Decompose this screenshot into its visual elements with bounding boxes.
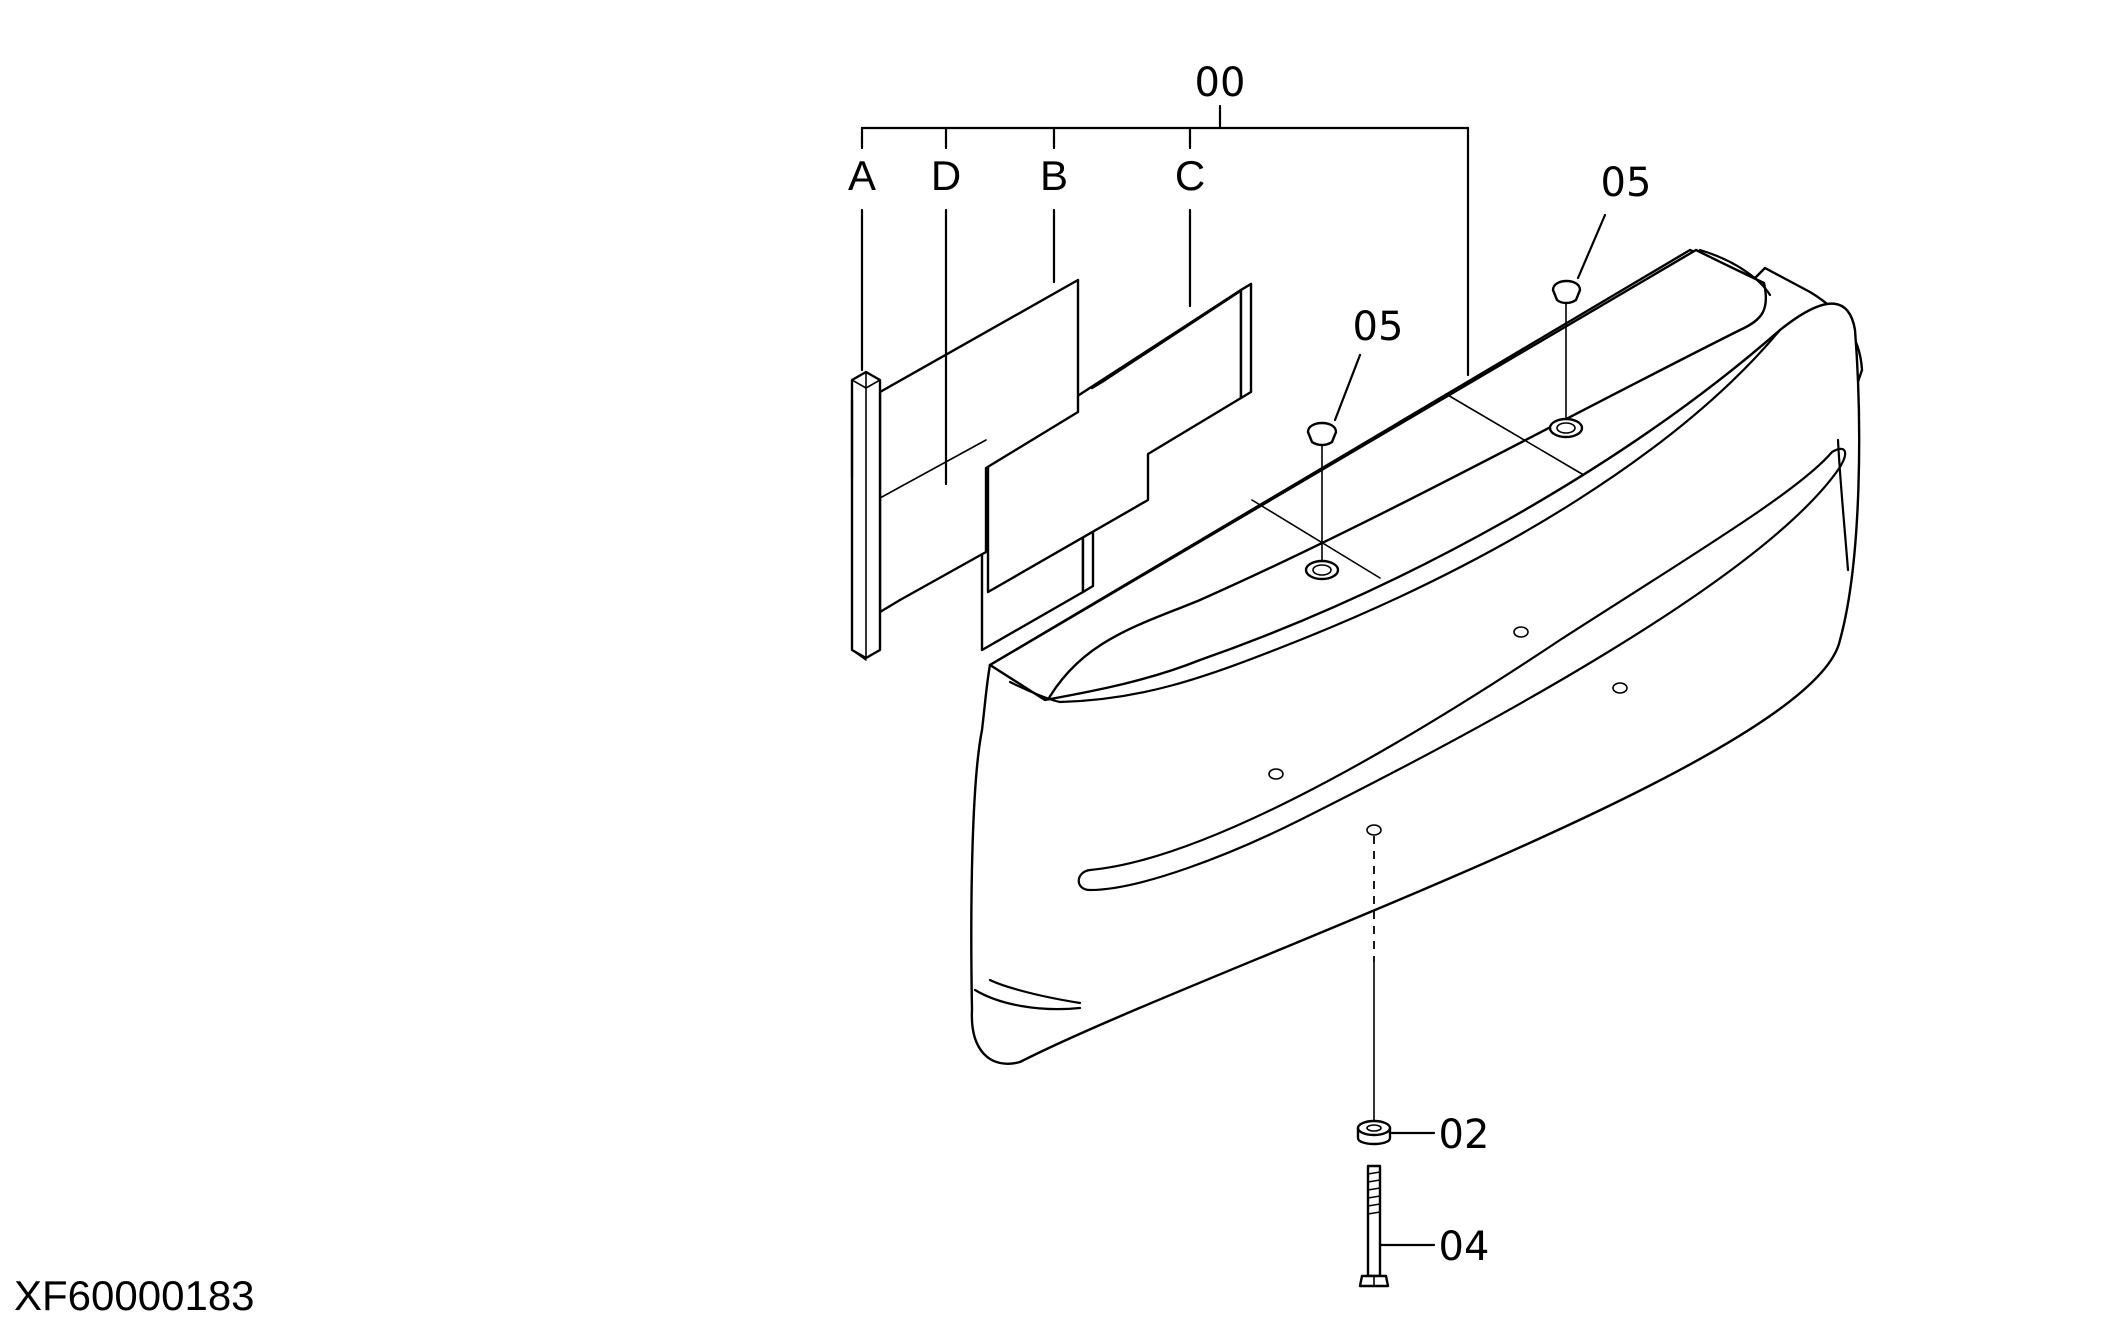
counterweight-body — [970, 248, 1864, 1065]
sub-part-label-d: D — [931, 152, 961, 199]
plug-right — [1548, 279, 1584, 439]
bolt-callout: 04 — [1439, 1224, 1490, 1270]
bolt — [1358, 1164, 1390, 1288]
plug-left-callout: 05 — [1353, 304, 1404, 350]
plug-right-callout: 05 — [1601, 160, 1652, 206]
bar-a — [850, 370, 882, 661]
plug-left — [1304, 421, 1340, 581]
washer — [1356, 1119, 1392, 1146]
drawing-id: XF60000183 — [14, 1272, 255, 1319]
plate-d — [878, 278, 1080, 614]
sub-part-label-c: C — [1175, 152, 1205, 199]
sub-part-label-b: B — [1040, 152, 1068, 199]
sub-part-label-a: A — [848, 152, 876, 199]
plate-c — [986, 282, 1253, 594]
leader-plug-left — [1333, 353, 1362, 422]
washer-callout: 02 — [1439, 1112, 1490, 1158]
assembly-callout-label: 00 — [1195, 60, 1246, 106]
assembly-bracket: 00 — [860, 60, 1470, 377]
leader-plug-right — [1576, 213, 1607, 280]
